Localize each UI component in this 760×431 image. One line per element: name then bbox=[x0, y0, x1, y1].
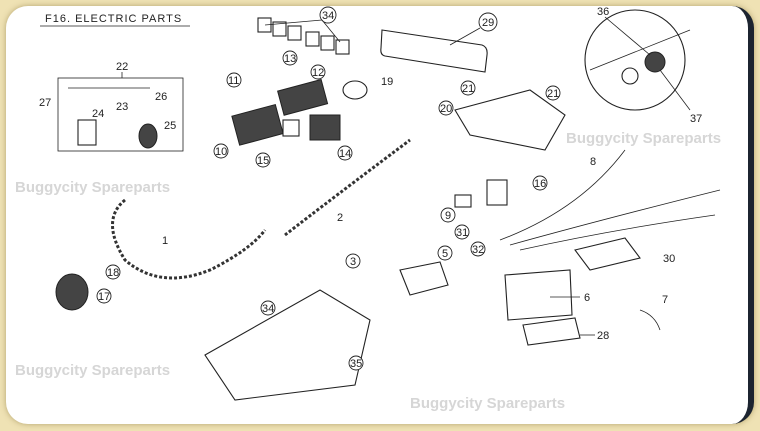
wire-harness-1 bbox=[111, 198, 267, 280]
callout-34: 34 bbox=[322, 10, 334, 22]
callout-1: 1 bbox=[162, 235, 168, 247]
battery-tray bbox=[454, 89, 566, 151]
callout-20: 20 bbox=[440, 103, 452, 115]
battery-cover bbox=[574, 237, 641, 271]
watermark: Buggycity Spareparts bbox=[566, 130, 721, 147]
callout-12: 12 bbox=[312, 67, 324, 79]
callout-15: 15 bbox=[257, 155, 269, 167]
callout-29: 29 bbox=[482, 17, 494, 29]
relays bbox=[257, 17, 350, 55]
callout-9: 9 bbox=[445, 210, 451, 222]
ecu bbox=[231, 103, 284, 146]
callout-31: 31 bbox=[456, 227, 468, 239]
ignition-coil bbox=[399, 261, 449, 296]
part-16 bbox=[486, 179, 508, 206]
callout-21: 21 bbox=[462, 83, 474, 95]
callout-8: 8 bbox=[590, 156, 596, 168]
callout-5: 5 bbox=[442, 248, 448, 260]
callout-18: 18 bbox=[107, 267, 119, 279]
watermark: Buggycity Spareparts bbox=[15, 179, 170, 196]
callout-30: 30 bbox=[663, 253, 675, 265]
watermark: Buggycity Spareparts bbox=[410, 395, 565, 412]
callouts: 34 29 36 37 22 27 11 13 12 19 21 21 20 2… bbox=[39, 6, 702, 371]
leader-lines bbox=[121, 16, 691, 336]
callout-26: 26 bbox=[155, 91, 167, 103]
callout-21: 21 bbox=[547, 88, 559, 100]
watermark: Buggycity Spareparts bbox=[15, 362, 170, 379]
horn bbox=[55, 273, 89, 311]
wire-harness-2 bbox=[284, 138, 411, 237]
callout-16: 16 bbox=[534, 178, 546, 190]
callout-7: 7 bbox=[662, 294, 668, 306]
callout-28: 28 bbox=[597, 330, 609, 342]
callout-13: 13 bbox=[284, 53, 296, 65]
watermarks: Buggycity Spareparts Buggycity Sparepart… bbox=[15, 130, 721, 412]
callout-36: 36 bbox=[597, 6, 609, 18]
diagram-title: F16. ELECTRIC PARTS bbox=[45, 13, 182, 25]
callout-10: 10 bbox=[215, 146, 227, 158]
callout-37: 37 bbox=[690, 113, 702, 125]
callout-22: 22 bbox=[116, 61, 128, 73]
callout-6: 6 bbox=[584, 292, 590, 304]
detail-inset bbox=[584, 9, 686, 111]
callout-24: 24 bbox=[92, 108, 104, 120]
callout-2: 2 bbox=[337, 212, 343, 224]
callout-19: 19 bbox=[381, 76, 393, 88]
callout-23: 23 bbox=[116, 101, 128, 113]
cover-part bbox=[380, 29, 488, 73]
callout-35: 35 bbox=[350, 358, 362, 370]
callout-17: 17 bbox=[98, 291, 110, 303]
battery bbox=[504, 269, 573, 321]
callout-25: 25 bbox=[164, 120, 176, 132]
callout-14: 14 bbox=[339, 148, 351, 160]
callout-11: 11 bbox=[228, 75, 239, 87]
rear-frame bbox=[204, 289, 371, 401]
callout-27: 27 bbox=[39, 97, 51, 109]
callout-3: 3 bbox=[350, 256, 356, 268]
callout-32: 32 bbox=[472, 244, 484, 256]
switch-group-box bbox=[57, 77, 184, 152]
callout-34: 34 bbox=[262, 303, 274, 315]
